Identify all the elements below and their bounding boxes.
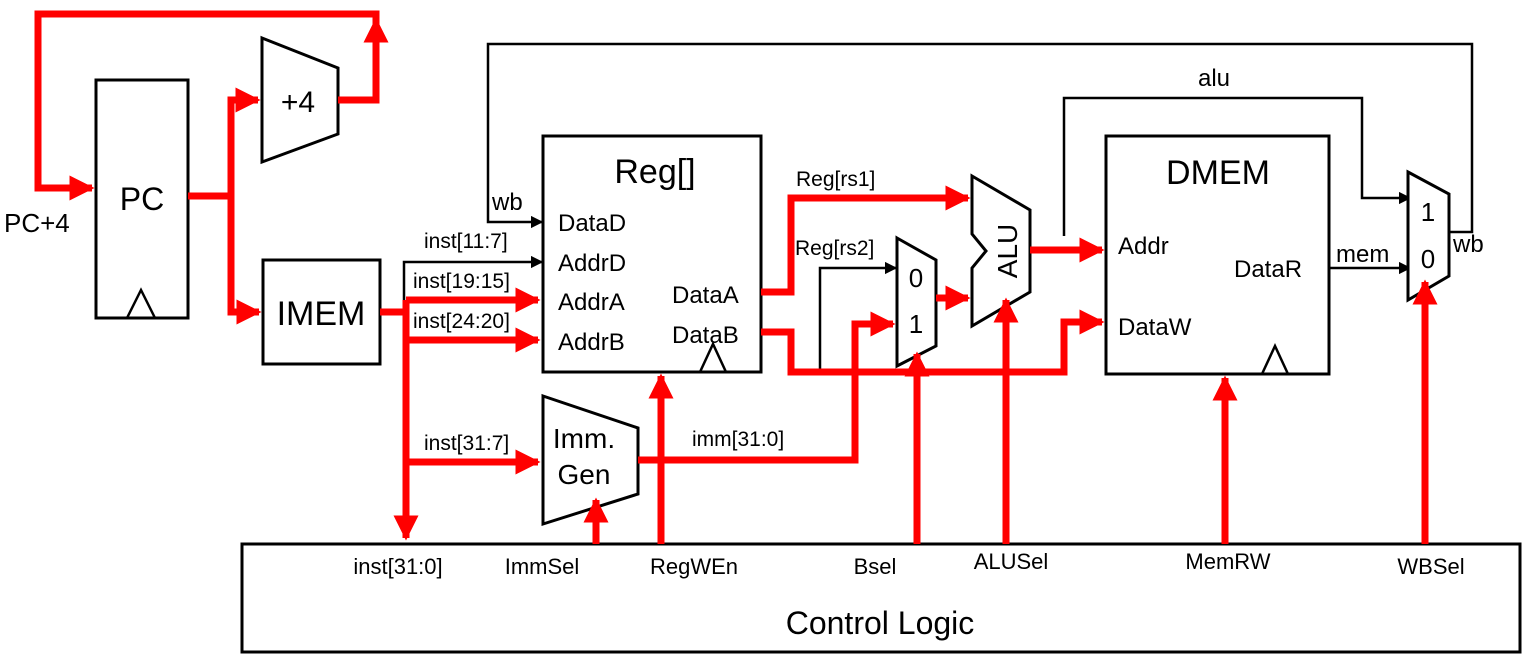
label-alu: alu (1198, 65, 1230, 92)
bmux-block: 0 1 (895, 235, 938, 369)
wire-rs2-to-mux (818, 261, 898, 370)
label-reg-rs1: Reg[rs1] (796, 168, 875, 191)
label-inst-24-20: inst[24:20] (413, 310, 510, 333)
signal-bsel: Bsel (854, 554, 897, 579)
signal-alusel: ALUSel (974, 549, 1049, 574)
control-signal-labels: inst[31:0] ImmSel RegWEn Bsel ALUSel Mem… (353, 549, 1464, 579)
pc-block: PC (94, 78, 190, 320)
adder-block: +4 (260, 35, 340, 165)
immgen-label-2: Gen (558, 459, 611, 490)
port-addr: Addr (1118, 233, 1169, 260)
signal-wbsel: WBSel (1397, 554, 1464, 579)
port-addrb: AddrB (558, 329, 625, 356)
bmux-in0: 0 (909, 263, 923, 293)
label-inst-19-15: inst[19:15] (413, 270, 510, 293)
port-datab: DataB (672, 322, 739, 349)
imem-label: IMEM (277, 295, 366, 333)
adder-label: +4 (281, 86, 315, 119)
wbmux-in1: 1 (1421, 197, 1435, 227)
bmux-in1: 1 (909, 309, 923, 339)
label-inst-31-7: inst[31:7] (424, 432, 509, 455)
signal-inst: inst[31:0] (353, 554, 442, 579)
control-logic-label: Control Logic (786, 605, 975, 641)
dmem-block: DMEM Addr DataW DataR (1104, 134, 1331, 376)
label-reg-rs2: Reg[rs2] (795, 237, 874, 260)
wire-pc4-loop (34, 10, 380, 201)
signal-memrw: MemRW (1185, 549, 1270, 574)
port-dataw: DataW (1118, 314, 1192, 341)
inactive-wires (402, 42, 1474, 370)
wire-pc-to-imem (227, 196, 262, 325)
signal-regwen: RegWEn (650, 554, 738, 579)
label-pc-plus4: PC+4 (4, 208, 70, 238)
imem-block: IMEM (261, 258, 382, 366)
label-wb-out: wb (1452, 231, 1484, 258)
regfile-block: Reg[] DataD AddrD AddrA AddrB DataA Data… (541, 134, 763, 374)
wbmux-block: 1 0 (1406, 169, 1451, 303)
wbmux-in0: 0 (1421, 244, 1435, 274)
wire-wb-loop (486, 42, 1474, 234)
port-datad: DataD (558, 210, 626, 237)
wire-pc-to-adder (227, 87, 261, 196)
signal-immsel: ImmSel (505, 554, 580, 579)
port-datar: DataR (1234, 256, 1302, 283)
active-wires (34, 10, 1438, 544)
label-mem: mem (1336, 241, 1389, 268)
label-inst-11-7: inst[11:7] (424, 230, 508, 253)
alu-block: ALU (970, 173, 1032, 329)
wire-rs1 (761, 185, 971, 296)
immgen-block: Imm. Gen (541, 393, 640, 527)
immgen-label-1: Imm. (553, 423, 615, 454)
pc-label: PC (120, 181, 164, 217)
wire-inst-11-7 (402, 255, 544, 316)
wire-imm (638, 311, 896, 464)
label-imm: imm[31:0] (692, 428, 784, 451)
wire-alu-wb (1062, 96, 1412, 236)
port-addrd: AddrD (558, 250, 626, 277)
dmem-title: DMEM (1166, 154, 1270, 192)
wire-labels: PC+4 wb inst[11:7] inst[19:15] inst[24:2… (4, 65, 1484, 455)
port-addra: AddrA (558, 289, 625, 316)
regfile-title: Reg[] (614, 153, 695, 191)
control-logic-block: Control Logic (240, 542, 1522, 654)
port-dataa: DataA (672, 282, 739, 309)
label-wb-in: wb (491, 189, 523, 216)
alu-label: ALU (992, 224, 1023, 278)
